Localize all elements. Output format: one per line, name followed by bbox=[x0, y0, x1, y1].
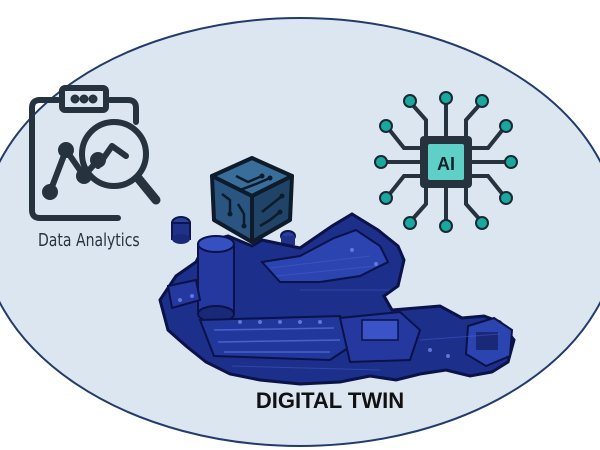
ai-chip-icon: AI bbox=[374, 91, 518, 233]
digital-twin-title: DIGITAL TWIN bbox=[255, 388, 405, 413]
ai-label: AI bbox=[437, 154, 455, 174]
data-analytics-label: Data Analytics bbox=[38, 230, 140, 251]
clipboard-analytics-icon bbox=[29, 85, 161, 221]
machine-render bbox=[158, 212, 516, 386]
circuit-cube-icon bbox=[210, 156, 294, 244]
